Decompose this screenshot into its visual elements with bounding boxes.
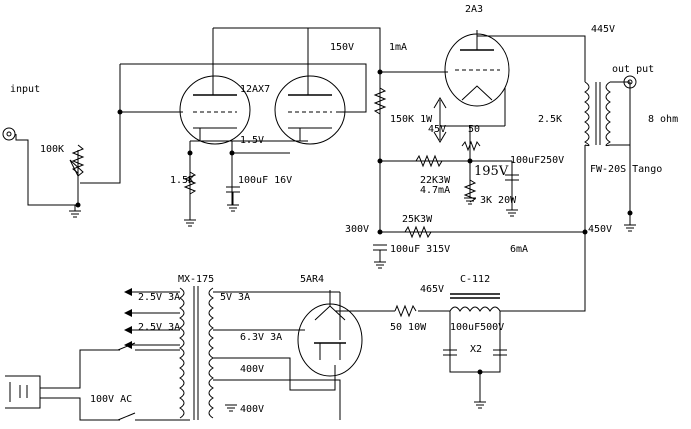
tube-2a3 [444, 30, 510, 107]
label-winding-5v: 5V 3A [220, 292, 250, 303]
label-winding-400v-b: 400V [240, 404, 264, 415]
power-transformer [124, 286, 214, 420]
resistors [69, 87, 481, 318]
label-c-100uf-500v: 100uF500V [450, 322, 504, 333]
label-winding-2-5v-a: 2.5V 3A [138, 292, 180, 303]
wiring [15, 27, 631, 421]
label-r-150k-1w: 150K 1W [390, 114, 433, 125]
label-i-6ma: 6mA [510, 244, 528, 255]
label-xfmr-out: FW-20S Tango [590, 164, 662, 175]
label-c-100uf-315v: 100uF 315V [390, 244, 450, 255]
labels: 2A3 445V 150V 1mA out put input 12AX7 10… [10, 4, 678, 415]
label-winding-6-3v: 6.3V 3A [240, 332, 282, 343]
label-v-465: 465V [420, 284, 444, 295]
junction-dots [75, 69, 633, 375]
capacitors [226, 174, 519, 356]
label-v-1-5: 1.5V [240, 135, 264, 146]
voltage-arrows [433, 97, 447, 143]
label-tube-12ax7: 12AX7 [240, 84, 270, 95]
choke-c112 [449, 293, 501, 312]
label-ohm-8: 8 ohm [648, 114, 678, 125]
label-tube-5ar4: 5AR4 [300, 274, 324, 285]
output-transformer [584, 81, 611, 147]
label-i-1ma: 1mA [389, 42, 407, 53]
label-v-195: 195V [474, 164, 509, 179]
label-v-445: 445V [591, 24, 615, 35]
label-v-450: 450V [588, 224, 612, 235]
label-pot-100k: 100K [40, 144, 64, 155]
label-output: out put [612, 64, 654, 75]
label-i-4-7ma: 4.7mA [420, 185, 450, 196]
label-c-100uf-16v: 100uF 16V [238, 175, 292, 186]
ground-symbols [69, 197, 636, 412]
label-r-50: 50 [468, 124, 480, 135]
label-tube-2a3: 2A3 [465, 4, 483, 15]
label-winding-400v-a: 400V [240, 364, 264, 375]
label-choke: C-112 [460, 274, 490, 285]
label-r-25k-3w: 25K3W [402, 214, 433, 225]
label-mains: 100V AC [90, 394, 132, 405]
label-r-1-5k: 1.5K [170, 175, 194, 186]
label-input: input [10, 84, 40, 95]
label-imp-2-5k: 2.5K [538, 114, 562, 125]
label-r-3k-20w: 3K 20W [480, 195, 517, 206]
label-r-50-10w: 50 10W [390, 322, 427, 333]
tube-12ax7 [179, 75, 346, 145]
label-v-150: 150V [330, 42, 354, 53]
label-x2: X2 [470, 344, 482, 355]
connectors [2, 75, 637, 421]
tube-5ar4 [297, 290, 363, 377]
label-xfmr-power: MX-175 [178, 274, 214, 285]
label-r-22k-3w: 22K3W [420, 175, 451, 186]
label-c-100uf-250v: 100uF250V [510, 155, 564, 166]
label-v-45: 45V [428, 124, 446, 135]
label-v-300: 300V [345, 224, 369, 235]
label-winding-2-5v-b: 2.5V 3A [138, 322, 180, 333]
